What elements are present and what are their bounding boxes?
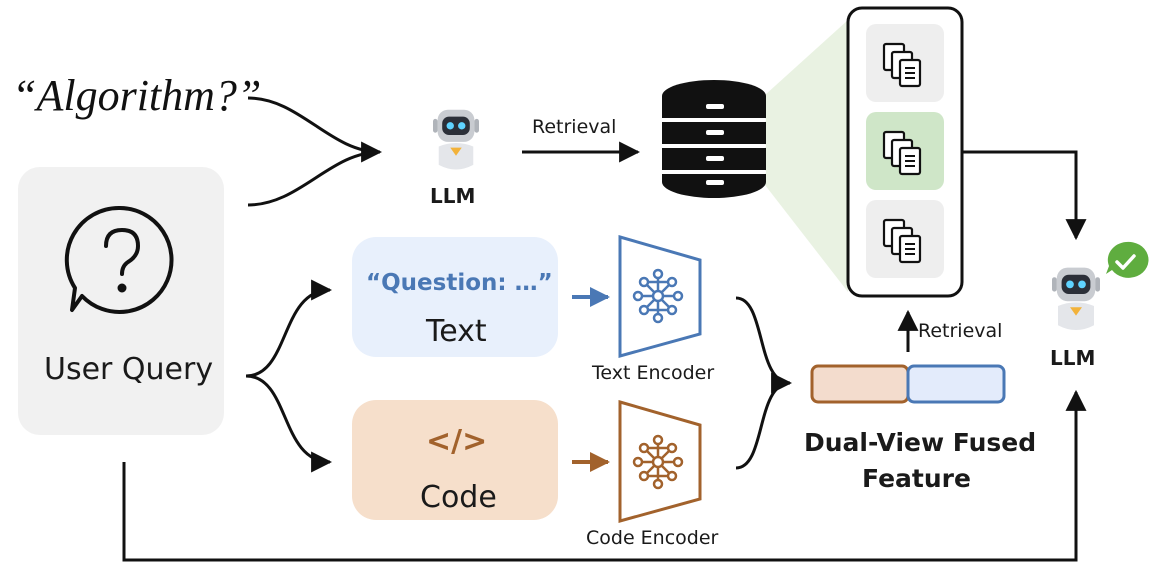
fused-feature-code-part [810, 364, 910, 404]
bottom-feedback-arrow [122, 389, 1087, 562]
check-icon [1106, 241, 1149, 278]
text-encoder-label: Text Encoder [592, 362, 715, 384]
retrieval-top-label: Retrieval [532, 116, 617, 138]
fused-feature-label-1: Dual-View Fused [804, 428, 1037, 457]
fused-feature-text-part [906, 364, 1006, 404]
merge-curve-top [735, 296, 793, 394]
robot-icon [1052, 267, 1100, 330]
llm-right-label: LLM [1050, 346, 1096, 370]
branch-down [245, 374, 333, 473]
text-box-label: Text [426, 314, 487, 349]
user-query-label: User Query [44, 352, 214, 387]
llm-top-label: LLM [430, 184, 476, 208]
query-curve [247, 150, 381, 207]
quote-curve [247, 96, 383, 163]
text-encoder-icon [618, 235, 702, 358]
query-quote: “Algorithm?” [12, 71, 262, 120]
projection-shape [765, 20, 848, 292]
question-bubble-icon [64, 205, 174, 314]
merge-curve-bottom [735, 381, 791, 470]
code-box-label: Code [420, 480, 497, 515]
code-encoder-icon [618, 400, 702, 523]
robot-icon [433, 109, 479, 170]
database-icon [662, 80, 766, 198]
text-quote-label: “Question: …” [366, 270, 553, 296]
docs-to-llm-arrow [962, 150, 1087, 241]
branch-up [245, 279, 333, 378]
text-box [352, 237, 558, 357]
user-query-panel [18, 167, 224, 435]
code-box [352, 400, 558, 520]
retrieval-bottom-label: Retrieval [918, 320, 1003, 342]
code-encoder-label: Code Encoder [586, 527, 719, 549]
code-symbol: </> [426, 424, 488, 459]
fused-feature-label-2: Feature [862, 464, 971, 493]
